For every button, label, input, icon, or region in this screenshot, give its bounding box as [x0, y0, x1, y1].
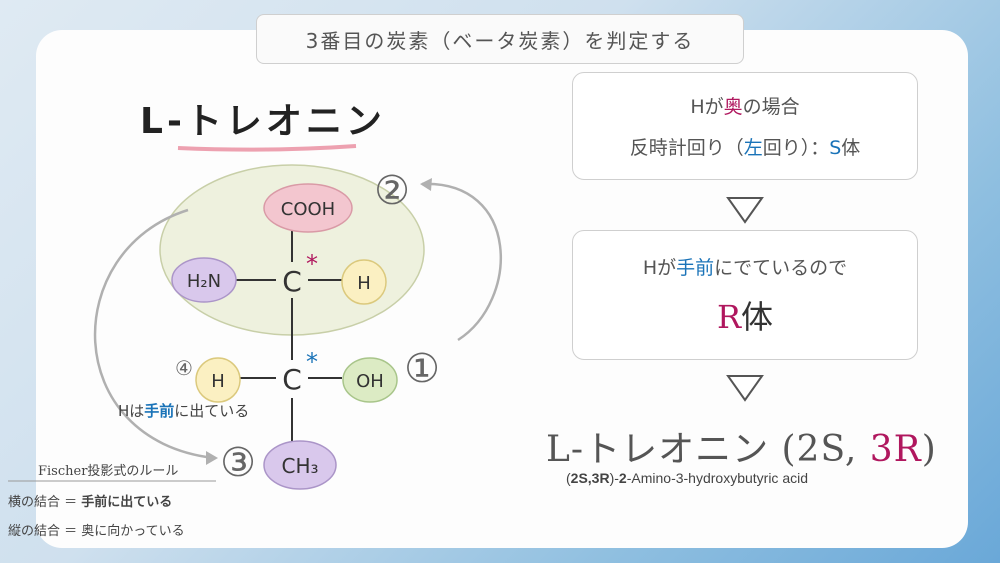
box2-line2: R体: [716, 297, 774, 336]
arrow-2-to-3: [93, 208, 215, 460]
box2-line1: Hが手前にでているので: [642, 256, 848, 279]
h-top-bubble: [341, 259, 387, 305]
rules-title: Fischer投影式のルール: [38, 464, 179, 479]
arrowhead-3: [206, 451, 218, 465]
oh-label: OH: [356, 371, 384, 392]
carbon-alpha: C: [282, 265, 302, 298]
oh-bubble: [342, 357, 398, 403]
box1-line2: 反時計回り（左回り）：S体: [629, 137, 861, 159]
rank-1: ①: [404, 346, 440, 392]
h-top-label: H: [357, 273, 371, 294]
beta-star: *: [306, 348, 318, 376]
result-name: L-トレオニン (2S, 3R): [546, 429, 937, 470]
ch3-label: CH₃: [281, 454, 318, 478]
rules-line-2: 縦の結合 ＝ 奥に向かっている: [8, 524, 185, 539]
rank-2: ②: [374, 168, 410, 214]
carbon-beta: C: [282, 363, 302, 396]
condition-box-back: Hが奥の場合 反時計回り（左回り）：S体: [572, 72, 918, 180]
rules-line-1: 横の結合 ＝ 手前に出ている: [8, 495, 173, 510]
conclusion-box: Hが手前にでているので R体: [572, 230, 918, 360]
iupac-name: (2S,3R)-2-Amino-3-hydroxybutyric acid: [566, 470, 809, 486]
h2n-bubble: [171, 257, 237, 303]
h-left-bubble: [195, 357, 241, 403]
alpha-star: *: [306, 250, 318, 278]
h2n-label: H₂N: [187, 271, 221, 292]
box1-line1: Hが奥の場合: [690, 96, 800, 118]
arrow-1-to-2: [421, 182, 503, 342]
rank-3: ③: [220, 440, 256, 486]
h-left-label: H: [211, 371, 225, 392]
h-front-note: Hは手前に出ている: [118, 402, 249, 420]
cooh-label: COOH: [281, 199, 335, 220]
arrowhead-2: [420, 178, 432, 191]
rank-4: ④: [175, 356, 193, 380]
page-title: L-トレオニン: [140, 101, 386, 142]
cooh-bubble: [263, 183, 353, 233]
down-triangle-1: [726, 197, 764, 224]
down-triangle-2: [726, 375, 764, 402]
banner-heading: 3番目の炭素（ベータ炭素）を判定する: [256, 14, 744, 64]
ch3-bubble: [263, 440, 337, 490]
title-underline: [177, 144, 357, 152]
